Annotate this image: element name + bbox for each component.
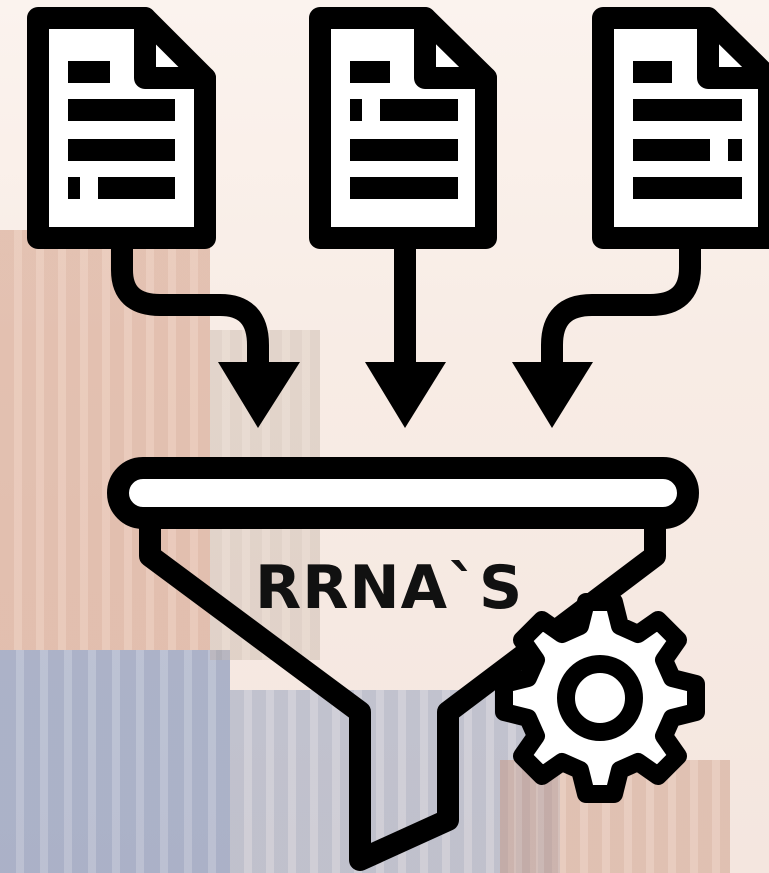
arrow-right-connector [541, 227, 701, 379]
arrow-head-left [218, 362, 300, 428]
gear-icon [495, 593, 705, 803]
document-icon-left [27, 7, 216, 249]
funnel-label: RRNA`S [255, 553, 524, 623]
document-right-lines [633, 61, 742, 199]
document-icon-middle [309, 7, 497, 249]
arrow-head-middle [365, 362, 446, 428]
funnel-body [139, 507, 666, 871]
document-icon-right [592, 7, 769, 249]
arrow-head-right [512, 362, 593, 428]
container-stack-left-lower [0, 650, 230, 873]
document-middle-lines [350, 61, 458, 199]
arrow-left-connector [111, 227, 269, 379]
document-left-lines [68, 61, 175, 199]
funnel-rim [107, 457, 699, 529]
